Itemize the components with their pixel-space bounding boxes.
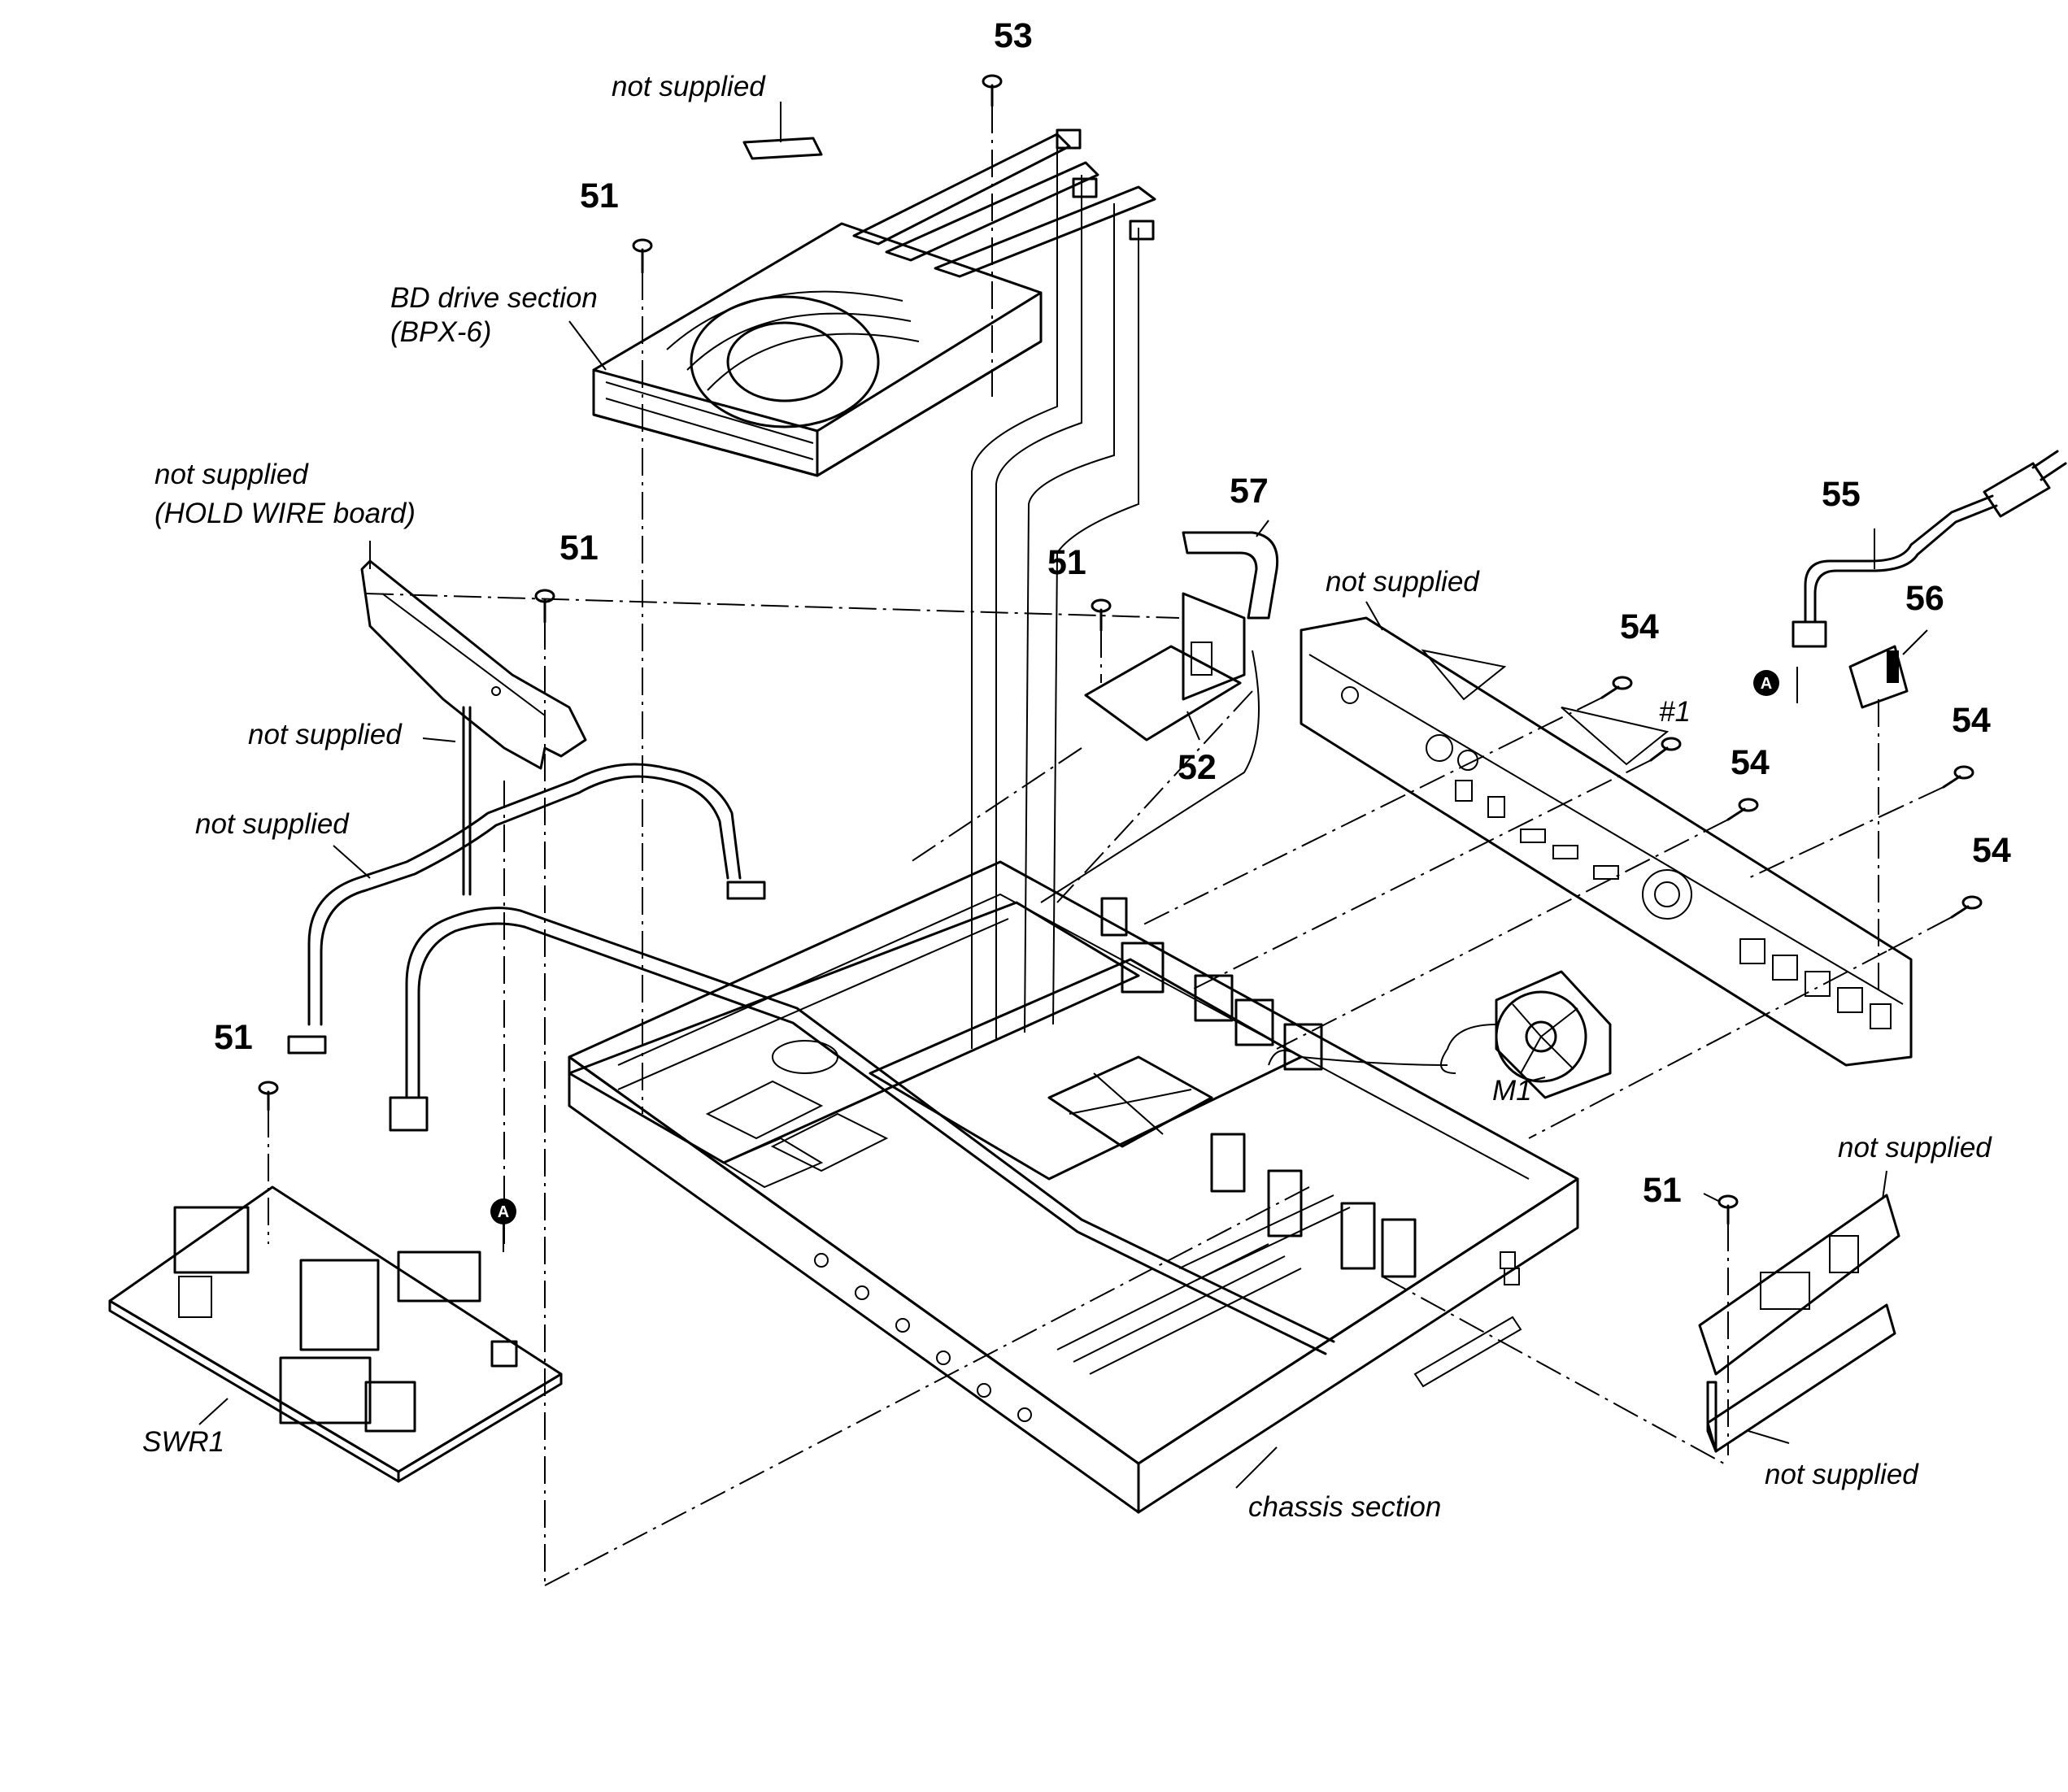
screw-54-a [1600,676,1633,699]
callout-55: 55 [1822,475,1861,514]
label-bd-drive-section: BD drive section [390,282,598,314]
rear-panel [1300,616,1913,1067]
label-chassis-section: chassis section [1248,1491,1441,1523]
bracket-52 [1084,592,1246,742]
label-not-supplied-harness: not supplied [195,808,350,840]
label-swr1: SWR1 [142,1426,224,1458]
screw-54-d [1950,895,1983,919]
svg-text:A: A [498,1203,509,1221]
screw-51-swr [258,1081,279,1111]
svg-text:A: A [1761,675,1772,693]
wire-harness-1 [287,763,766,1055]
label-m1: M1 [1492,1075,1532,1107]
callout-51-swr: 51 [214,1018,253,1057]
alignment-lines [268,106,1953,1586]
callout-51-right: 51 [1643,1171,1682,1210]
hold-wire-standoff [462,706,472,896]
screw-53 [982,74,1003,107]
label-hold-wire-board: (HOLD WIRE board) [155,498,416,529]
hold-wire-board [360,559,587,770]
label-not-supplied-bracket-bottom: not supplied [1765,1459,1919,1490]
bracket-right-upper [1698,1194,1900,1376]
fan-m1 [1268,970,1612,1099]
screw-51-right [1718,1194,1739,1225]
cushion-57 [1182,531,1279,620]
cord-clamp-56 [1848,645,1909,709]
callout-56: 56 [1905,579,1944,618]
screw-54-c [1942,765,1974,789]
label-not-supplied-standoff: not supplied [248,719,403,750]
label-bpx-6: (BPX-6) [390,316,491,348]
screw-51-bracket52 [1091,598,1112,632]
callout-54-b: 54 [1731,743,1770,782]
power-cord-55 [1792,450,2067,648]
flat-cables [971,146,1260,1049]
label-hash1: #1 [1659,696,1691,728]
bracket-right-lower [1706,1303,1896,1453]
callout-54-d: 54 [1972,831,2011,870]
callout-51-hold: 51 [559,528,599,568]
callout-53: 53 [994,16,1033,55]
leader-lines [198,102,1928,1489]
callout-57: 57 [1230,472,1269,511]
screw-hash1 [1649,737,1682,762]
screw-54-b [1726,798,1759,821]
screw-51-hold [534,589,555,624]
vent-slots [1056,1194,1351,1375]
wire-harness-2 [389,907,1335,1355]
callout-51-bracket52: 51 [1047,543,1086,582]
callout-52: 52 [1178,748,1217,787]
chassis-section [568,860,1579,1514]
bd-drive-section [592,128,1156,477]
swr1-board [108,1185,563,1483]
callout-54-c: 54 [1952,701,1991,740]
label-not-supplied-top: not supplied [612,71,766,102]
label-hold-wire-not-supplied: not supplied [155,459,309,490]
label-not-supplied-bracket-top: not supplied [1838,1132,1992,1163]
callout-51-drive: 51 [580,176,619,215]
ref-marker-a-left: A [490,1198,516,1252]
callout-54-a: 54 [1620,607,1659,646]
screw-51-drive [632,238,653,274]
label-not-supplied-rear-panel: not supplied [1326,566,1480,598]
ref-marker-a-right: A [1753,667,1798,703]
